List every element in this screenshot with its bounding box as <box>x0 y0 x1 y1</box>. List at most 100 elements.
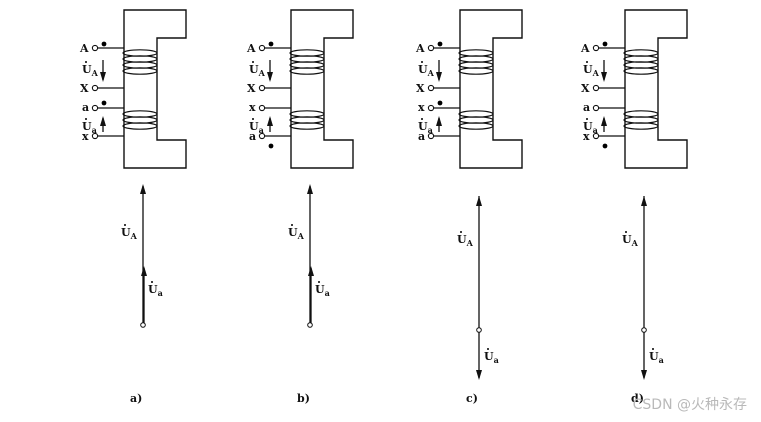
transformer-core <box>290 9 354 169</box>
terminal-X <box>258 84 266 92</box>
phasor-UA-arrowhead <box>641 196 647 206</box>
secondary-voltage-arrowhead <box>267 116 273 126</box>
label-sec-top: x <box>418 101 425 114</box>
secondary-polarity-dot <box>268 143 274 149</box>
secondary-voltage-label: Ua <box>418 120 433 135</box>
coil-turn <box>122 122 158 130</box>
phasor-Ua-label-dot <box>318 281 320 283</box>
transformer-core <box>624 9 688 169</box>
terminal-sec-bottom <box>427 132 435 140</box>
secondary-voltage-arrowhead <box>436 116 442 126</box>
primary-voltage-label-dot <box>586 61 588 63</box>
label-A: A <box>79 42 89 55</box>
phasor-Ua-label-dot <box>487 348 489 350</box>
secondary-coil <box>289 110 325 130</box>
primary-voltage-label-dot <box>252 61 254 63</box>
secondary-voltage-label-dot <box>421 118 423 120</box>
panel-caption: a) <box>130 392 142 405</box>
phasor-origin <box>476 327 482 333</box>
panel-caption: c) <box>466 392 478 405</box>
terminal-sec-top <box>258 104 266 112</box>
secondary-voltage-label: Ua <box>583 120 598 135</box>
phasor-UA-label: UA <box>622 233 639 248</box>
coil-turn <box>623 67 659 75</box>
phasor-UA-label-dot <box>124 224 126 226</box>
primary-voltage-arrowhead <box>100 72 106 82</box>
primary-voltage-label-dot <box>85 61 87 63</box>
secondary-voltage-label: Ua <box>249 120 264 135</box>
phasor-origin <box>641 327 647 333</box>
phasor-UA-label-dot <box>460 231 462 233</box>
terminal-A <box>592 44 600 52</box>
secondary-polarity-dot <box>101 100 107 106</box>
coil-turn <box>122 67 158 75</box>
primary-voltage-label-dot <box>421 61 423 63</box>
label-sec-top: x <box>249 101 256 114</box>
terminal-A <box>427 44 435 52</box>
secondary-coil <box>623 110 659 130</box>
phasor-Ua-label: Ua <box>315 283 330 298</box>
label-A: A <box>246 42 256 55</box>
label-sec-bottom: a <box>249 130 256 143</box>
primary-voltage-label: UA <box>583 63 600 78</box>
phasor-Ua-label: Ua <box>649 350 664 365</box>
label-X: X <box>80 82 89 95</box>
transformer-core <box>459 9 523 169</box>
label-X: X <box>247 82 256 95</box>
transformer-core <box>123 9 187 169</box>
coil-turn <box>458 122 494 130</box>
primary-polarity-dot <box>268 41 274 47</box>
secondary-voltage-label-dot <box>252 118 254 120</box>
primary-polarity-dot <box>101 41 107 47</box>
coil-turn <box>623 122 659 130</box>
phasor-Ua-label-dot <box>652 348 654 350</box>
primary-voltage-label: UA <box>82 63 99 78</box>
terminal-sec-bottom <box>258 132 266 140</box>
phasor-Ua-label: Ua <box>148 283 163 298</box>
coil-turn <box>289 67 325 75</box>
phasor-Ua-arrowhead <box>308 266 314 276</box>
primary-coil <box>289 49 325 75</box>
phasor-origin <box>140 322 146 328</box>
panel-caption: d) <box>631 392 644 405</box>
phasor-UA-label-dot <box>625 231 627 233</box>
primary-voltage-arrowhead <box>436 72 442 82</box>
secondary-voltage-arrowhead <box>100 116 106 126</box>
secondary-polarity-dot <box>437 100 443 106</box>
label-X: X <box>416 82 425 95</box>
panel-caption: b) <box>297 392 310 405</box>
phasor-UA-label: UA <box>121 226 138 241</box>
phasor-UA-arrowhead <box>476 196 482 206</box>
phasor-UA-label: UA <box>288 226 305 241</box>
label-A: A <box>415 42 425 55</box>
primary-coil <box>458 49 494 75</box>
secondary-polarity-dot <box>602 143 608 149</box>
primary-voltage-arrowhead <box>267 72 273 82</box>
label-sec-bottom: x <box>82 130 89 143</box>
label-sec-bottom: a <box>418 130 425 143</box>
secondary-voltage-label: Ua <box>82 120 97 135</box>
secondary-coil <box>122 110 158 130</box>
terminal-A <box>91 44 99 52</box>
primary-voltage-label: UA <box>418 63 435 78</box>
phasor-UA-arrowhead <box>140 184 146 194</box>
secondary-voltage-label-dot <box>85 118 87 120</box>
primary-polarity-dot <box>437 41 443 47</box>
primary-coil <box>623 49 659 75</box>
terminal-X <box>91 84 99 92</box>
phasor-Ua-label: Ua <box>484 350 499 365</box>
phasor-Ua-arrowhead <box>641 370 647 380</box>
primary-coil <box>122 49 158 75</box>
phasor-Ua-label-dot <box>151 281 153 283</box>
terminal-sec-top <box>427 104 435 112</box>
terminal-sec-bottom <box>91 132 99 140</box>
coil-turn <box>458 67 494 75</box>
watermark: CSDN @火种永存 <box>632 397 747 413</box>
primary-polarity-dot <box>602 41 608 47</box>
label-A: A <box>580 42 590 55</box>
label-sec-top: a <box>583 101 590 114</box>
